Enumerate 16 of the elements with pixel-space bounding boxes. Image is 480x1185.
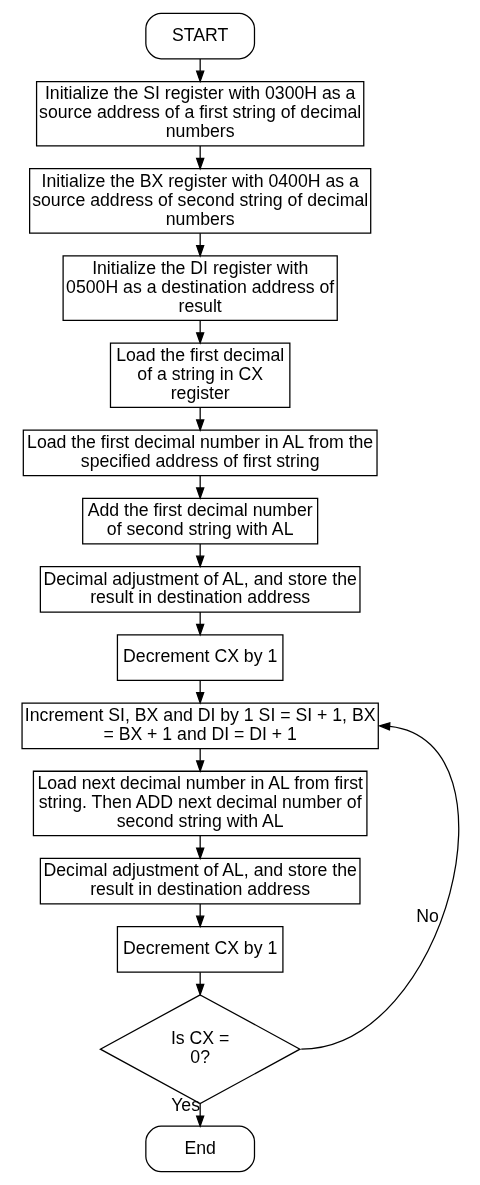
node-box: START	[144, 12, 255, 60]
node-box: Increment SI, BX and DI by 1 SI = SI + 1, BX = BX + 1 and DI = DI + 1	[20, 702, 379, 750]
edge-label: No	[415, 905, 439, 926]
node-box: Initialize the BX register with 0400H as a source address of second string of decimal numbers	[28, 168, 371, 234]
node-box: Decrement CX by 1	[116, 926, 284, 973]
node-box: End	[144, 1125, 255, 1173]
node-box: Decimal adjustment of AL, and store the result in destination address	[39, 565, 361, 613]
node-box: Add the first decimal number of second string with AL	[81, 497, 318, 545]
node-box: Initialize the DI register with 0500H as a destination address of result	[62, 255, 338, 321]
node-box: Initialize the SI register with 0300H as a source address of a first string of decimal numbers	[35, 80, 364, 147]
node-box: Decrement CX by 1	[116, 634, 284, 681]
node-box: Load the first decimal number in AL from the specified address of first string	[22, 429, 378, 477]
node-box: Decimal adjustment of AL, and store the result in destination address	[39, 857, 361, 905]
arrow	[300, 721, 459, 1050]
node-box: Load the first decimal of a string in CX register	[109, 342, 290, 409]
node-box: Load next decimal number in AL from first string. Then ADD next decimal number of second string with AL	[32, 770, 368, 837]
